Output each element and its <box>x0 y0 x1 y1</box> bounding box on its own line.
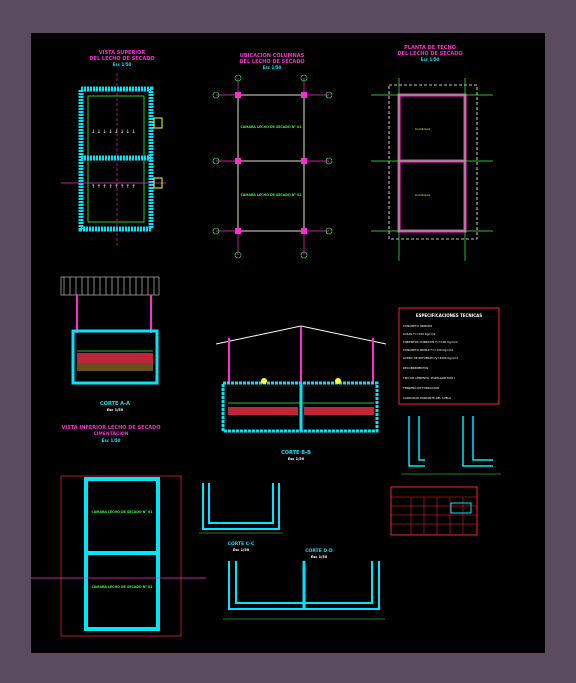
section-aa-scale: Esc 1/50 <box>107 408 124 412</box>
section-aa-sand-layer <box>77 363 153 371</box>
section-cc-title: CORTE C-C <box>228 541 255 547</box>
columns-plan-scale: Esc 1/50 <box>263 65 282 70</box>
section-aa-tank <box>71 329 159 385</box>
svg-text:Cumbrera: Cumbrera <box>415 127 430 131</box>
specs-line: CIMIENTOS CORRIDOS f'c=100 Kg/cm2 <box>403 340 458 344</box>
roof-plan-beams <box>397 93 467 233</box>
section-bb-gravel-1 <box>228 407 298 415</box>
roof-plan-subtitle: DEL LECHO DE SECADO <box>397 51 462 57</box>
section-bb-scale: Esc 1/50 <box>288 457 305 461</box>
svg-text:↑ ↑ ↑ ↑ ↑ ↑ ↑ ↑: ↑ ↑ ↑ ↑ ↑ ↑ ↑ ↑ <box>91 184 136 190</box>
lower-plan-title: VISTA INFERIOR LECHO DE SECADO <box>61 425 160 431</box>
section-cc-walls <box>202 483 280 530</box>
top-plan-subtitle: DEL LECHO DE SECADO <box>89 56 154 62</box>
svg-text:Cumbrera: Cumbrera <box>415 193 430 197</box>
section-dd-scale: Esc 1/50 <box>311 555 328 559</box>
top-plan-view: VISTA SUPERIOR DEL LECHO DE SECADO Esc 1… <box>61 50 166 248</box>
specs-line: TIPO DE CEMENTO: PORTLAND TIPO I <box>402 376 455 380</box>
section-dd-view: CORTE D-D Esc 1/50 <box>223 548 385 620</box>
top-plan-valve-2 <box>153 177 163 189</box>
top-plan-title: VISTA SUPERIOR <box>99 50 146 56</box>
specs-line: RECUBRIMIENTOS <box>403 366 428 370</box>
columns-plan-subtitle: DEL LECHO DE SECADO <box>239 59 304 65</box>
detail-wall-1 <box>408 416 425 467</box>
section-aa-gravel-layer <box>77 353 153 363</box>
section-bb-gravel-2 <box>304 407 374 415</box>
rebar-table-grid <box>391 496 477 535</box>
section-bb-pipes <box>261 378 341 384</box>
specs-border <box>398 307 500 405</box>
roof-plan-title: PLANTA DE TECHO <box>404 45 456 51</box>
columns-plan-view: UBICACION COLUMNAS DEL LECHO DE SECADO E… <box>212 53 333 259</box>
lower-plan-subtitle: CIMENTACION <box>93 431 128 437</box>
section-aa-title: CORTE A-A <box>100 401 130 407</box>
drawing-sheet: VISTA SUPERIOR DEL LECHO DE SECADO Esc 1… <box>31 33 545 653</box>
columns-plan-chamber-1: CAMARA LECHO DE SECADO N° 01 <box>241 125 302 129</box>
specs-line: CONCRETO ARMADO <box>403 324 433 328</box>
specs-lines: CONCRETO ARMADO LOSAS f'c=210 Kg/cm2 CIM… <box>402 324 458 400</box>
section-bb-view: CORTE B-B Esc 1/50 <box>215 325 387 461</box>
section-aa-view: CORTE A-A Esc 1/50 <box>60 276 160 412</box>
wall-details <box>401 416 501 475</box>
columns-plan-axis-bubbles <box>212 74 333 259</box>
columns-plan-title: UBICACION COLUMNAS <box>240 53 305 59</box>
section-cc-view: CORTE C-C Esc 1/50 <box>199 483 283 552</box>
lower-plan-dimension-frame <box>60 475 182 637</box>
section-cc-scale: Esc 1/50 <box>233 548 250 552</box>
columns-plan-chamber-2: CAMARA LECHO DE SECADO N° 02 <box>241 193 302 197</box>
lower-plan-chamber-2: CAMARA LECHO DE SECADO N° 02 <box>92 585 153 589</box>
columns-plan-axes <box>216 78 329 255</box>
rebar-table <box>390 486 478 536</box>
cad-drawing: VISTA SUPERIOR DEL LECHO DE SECADO Esc 1… <box>31 45 501 637</box>
lower-plan-chamber-1: CAMARA LECHO DE SECADO N° 01 <box>92 510 153 514</box>
section-bb-roof <box>215 325 387 345</box>
detail-wall-2 <box>462 416 493 467</box>
columns-plan-outline <box>237 94 305 232</box>
svg-text:↓ ↓ ↓ ↓ ↓ ↓ ↓ ↓: ↓ ↓ ↓ ↓ ↓ ↓ ↓ ↓ <box>91 129 136 135</box>
rebar-detail-box <box>450 502 472 514</box>
specs-title: ESPECIFICACIONES TECNICAS <box>416 313 482 318</box>
roof-plan-eaves <box>388 84 478 240</box>
rebar-table-border <box>390 486 478 536</box>
top-plan-scale: Esc 1/50 <box>113 62 132 67</box>
roof-plan-axes <box>371 78 493 261</box>
specs-line: LOSAS f'c=210 Kg/cm2 <box>403 332 436 336</box>
specs-table: ESPECIFICACIONES TECNICAS CONCRETO ARMAD… <box>398 307 500 405</box>
specs-line: TERRENO DE FUNDACION <box>402 386 439 390</box>
specs-line: CAPACIDAD PORTANTE DEL SUELO <box>403 396 452 400</box>
section-bb-title: CORTE B-B <box>281 450 311 456</box>
specs-line: CONCRETO SIMPLE f'c=140 Kg/cm2 <box>403 348 453 352</box>
lower-plan-view: VISTA INFERIOR LECHO DE SECADO CIMENTACI… <box>31 425 206 637</box>
section-dd-title: CORTE D-D <box>305 548 333 554</box>
top-plan-arrows: ↓ ↓ ↓ ↓ ↓ ↓ ↓ ↓ ↑ ↑ ↑ ↑ ↑ ↑ ↑ ↑ <box>91 129 136 190</box>
lower-plan-scale: Esc 1/50 <box>102 438 121 443</box>
specs-line: ACERO DE REFUERZO fy=4200 Kg/cm2 <box>403 356 458 360</box>
roof-plan-scale: Esc 1/50 <box>421 57 440 62</box>
top-plan-valve <box>153 117 163 129</box>
columns-plan-columns <box>235 92 307 234</box>
section-aa-roof-sheet <box>60 276 160 296</box>
roof-plan-view: PLANTA DE TECHO DEL LECHO DE SECADO Esc … <box>371 45 493 261</box>
